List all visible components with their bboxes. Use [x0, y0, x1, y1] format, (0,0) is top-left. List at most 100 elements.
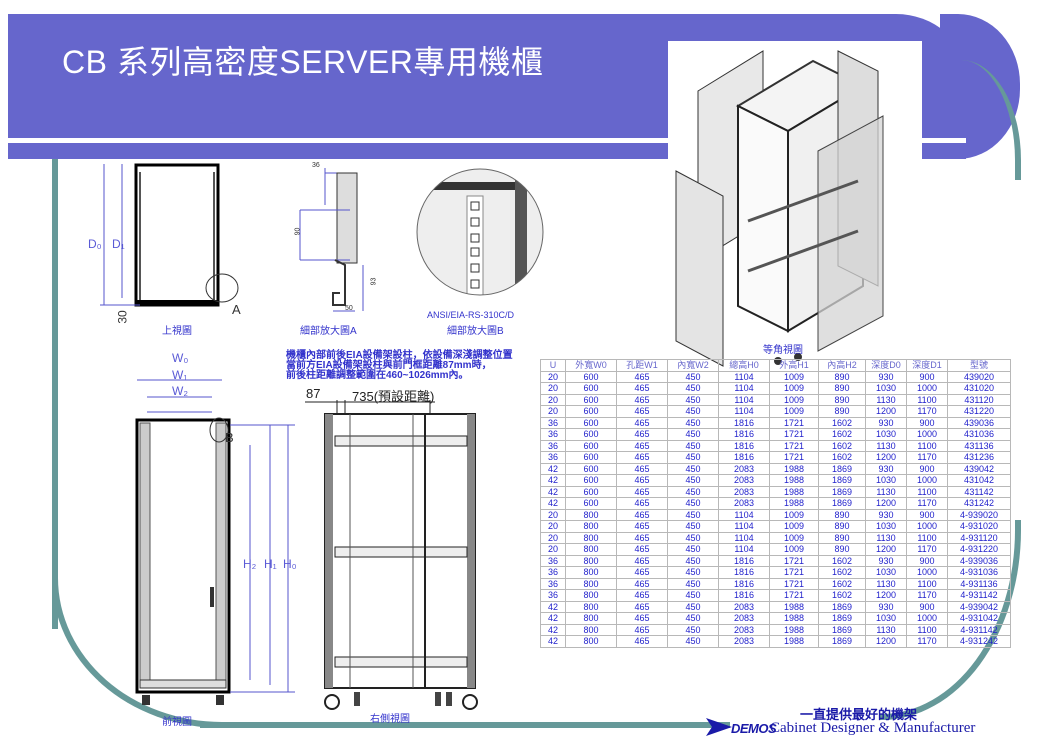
table-cell: 1104	[718, 508, 770, 521]
table-cell: 4-939020	[947, 508, 1011, 521]
table-cell: 1100	[906, 577, 948, 590]
table-cell: 431120	[947, 393, 1011, 406]
table-cell: 450	[667, 635, 719, 648]
detail-a-drawing	[299, 168, 364, 312]
footer-brand: DEMOS	[731, 721, 777, 736]
table-cell: 450	[667, 405, 719, 418]
table-cell: 450	[667, 393, 719, 406]
table-cell: 465	[616, 370, 668, 383]
table-cell: 1030	[865, 474, 907, 487]
footer-tagline: Cabinet Designer & Manufacturer	[770, 720, 976, 736]
table-cell: 900	[906, 370, 948, 383]
table-cell: 1721	[769, 428, 819, 441]
table-header-cell: 外寬W0	[565, 359, 617, 372]
table-cell: 42	[540, 635, 566, 648]
table-cell: 450	[667, 428, 719, 441]
table-header-cell: 深度D1	[906, 359, 948, 372]
table-cell: 20	[540, 405, 566, 418]
table-cell: 1000	[906, 566, 948, 579]
table-cell: 900	[906, 600, 948, 613]
dim-d0: D₀	[88, 237, 102, 251]
table-cell: 431242	[947, 497, 1011, 510]
table-cell: 1030	[865, 520, 907, 533]
table-cell: 465	[616, 474, 668, 487]
table-cell: 465	[616, 382, 668, 395]
table-cell: 1816	[718, 589, 770, 602]
table-cell: 2083	[718, 474, 770, 487]
table-cell: 465	[616, 428, 668, 441]
table-cell: 1009	[769, 520, 819, 533]
table-cell: 1000	[906, 428, 948, 441]
table-cell: 800	[565, 623, 617, 636]
table-cell: 450	[667, 451, 719, 464]
table-cell: 450	[667, 439, 719, 452]
iso-view-caption: 等角視圖	[763, 345, 803, 356]
table-cell: 800	[565, 566, 617, 579]
table-cell: 900	[906, 462, 948, 475]
top-view-drawing	[100, 163, 239, 307]
table-cell: 450	[667, 600, 719, 613]
table-cell: 600	[565, 393, 617, 406]
side-view-drawing	[305, 400, 478, 710]
table-cell: 1816	[718, 451, 770, 464]
table-cell: 431042	[947, 474, 1011, 487]
table-cell: 1200	[865, 589, 907, 602]
table-cell: 465	[616, 623, 668, 636]
table-cell: 465	[616, 497, 668, 510]
iso-view-drawing	[675, 50, 884, 367]
table-cell: 1000	[906, 520, 948, 533]
dim-93: 93	[370, 277, 378, 286]
table-cell: 1721	[769, 439, 819, 452]
table-cell: 4-939036	[947, 554, 1011, 567]
table-cell: 1816	[718, 439, 770, 452]
table-cell: 4-939042	[947, 600, 1011, 613]
table-cell: 42	[540, 600, 566, 613]
table-cell: 4-931020	[947, 520, 1011, 533]
table-cell: 1104	[718, 405, 770, 418]
table-cell: 450	[667, 508, 719, 521]
table-cell: 600	[565, 439, 617, 452]
table-cell: 465	[616, 439, 668, 452]
table-cell: 431136	[947, 439, 1011, 452]
table-cell: 4-931136	[947, 577, 1011, 590]
dim-offset: 30	[115, 310, 130, 324]
table-cell: 1602	[818, 577, 866, 590]
table-cell: 900	[906, 508, 948, 521]
table-cell: 431036	[947, 428, 1011, 441]
table-cell: 1816	[718, 566, 770, 579]
table-cell: 36	[540, 589, 566, 602]
table-cell: 600	[565, 485, 617, 498]
table-header-cell: 內高H2	[818, 359, 866, 372]
table-cell: 800	[565, 577, 617, 590]
table-header-cell: 深度D0	[865, 359, 907, 372]
demos-logo-icon	[706, 718, 732, 736]
table-cell: 439020	[947, 370, 1011, 383]
table-cell: 36	[540, 451, 566, 464]
detail-marker-a: A	[232, 302, 241, 317]
table-cell: 1869	[818, 474, 866, 487]
table-cell: 1869	[818, 600, 866, 613]
table-cell: 1200	[865, 543, 907, 556]
table-cell: 600	[565, 405, 617, 418]
table-cell: 4-931242	[947, 635, 1011, 648]
table-cell: 1602	[818, 428, 866, 441]
frame-left-line	[52, 159, 58, 629]
table-cell: 1721	[769, 416, 819, 429]
table-cell: 1869	[818, 612, 866, 625]
table-cell: 1030	[865, 612, 907, 625]
table-cell: 465	[616, 508, 668, 521]
table-cell: 930	[865, 370, 907, 383]
front-view-caption: 前視圖	[162, 717, 192, 728]
table-cell: 1602	[818, 451, 866, 464]
table-cell: 1988	[769, 635, 819, 648]
table-cell: 1030	[865, 382, 907, 395]
table-cell: 1130	[865, 485, 907, 498]
